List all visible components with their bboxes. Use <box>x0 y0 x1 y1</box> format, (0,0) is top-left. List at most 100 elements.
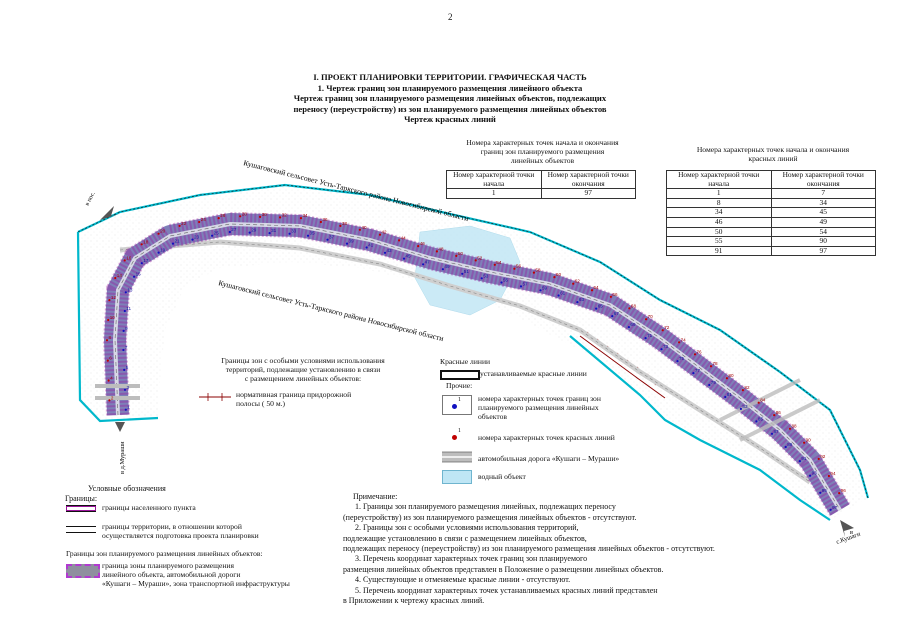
point-marker <box>123 309 126 313</box>
point-label: 45 <box>406 254 412 259</box>
point-marker <box>178 224 181 227</box>
red-point-swatch: 1 <box>442 428 470 444</box>
point-marker <box>627 326 631 329</box>
point-label: 41 <box>368 243 374 248</box>
point-label: 13 <box>127 287 133 292</box>
point-label: 30 <box>262 212 268 217</box>
point-marker <box>171 242 175 245</box>
arrow-icon <box>840 520 854 537</box>
roadside-boundary-label: нормативная граница придорожной полосы (… <box>236 390 351 408</box>
blue-points-label: номера характерных точек границ зон план… <box>478 394 601 422</box>
point-label: 71 <box>647 333 653 338</box>
point-marker <box>609 295 613 298</box>
point-label: 69 <box>630 322 636 327</box>
settlement-label: границы населенного пункта <box>102 503 196 512</box>
caption-line: Номера характерных точек начала и оконча… <box>466 138 619 147</box>
point-marker <box>417 245 420 248</box>
point-label: 73 <box>663 344 669 349</box>
direction-label-bottomleft: в д.Мураши <box>119 441 126 474</box>
point-label: 95 <box>822 488 828 493</box>
point-marker <box>124 291 127 294</box>
point-marker <box>157 251 160 254</box>
point-marker <box>122 329 125 332</box>
title-line: Чертеж красных линий <box>404 114 496 125</box>
territory-boundary-bottom <box>569 335 831 521</box>
caption-line: красных линий <box>748 154 798 163</box>
point-marker <box>819 491 822 494</box>
point-label: 21 <box>175 239 181 244</box>
legend-title: Условные обозначения <box>88 484 166 493</box>
point-label: 76 <box>697 349 703 354</box>
point-marker <box>105 339 109 342</box>
table-cell: 90 <box>770 236 876 247</box>
point-marker <box>124 408 127 411</box>
other-title: Прочие: <box>446 381 473 390</box>
point-marker <box>628 307 631 310</box>
point-marker <box>123 259 126 262</box>
point-label: 55 <box>503 278 509 283</box>
zone-label: граница зоны планируемого размещения лин… <box>102 561 290 589</box>
note-line: подлежащих переносу (переустройству) из … <box>343 544 715 554</box>
point-marker <box>279 216 282 219</box>
point-label: 54 <box>496 260 502 265</box>
table2-caption: Номера характерных точек начала и оконча… <box>668 145 878 163</box>
point-label: 19 <box>160 248 166 253</box>
point-marker <box>480 277 483 280</box>
point-label: 77 <box>695 368 701 373</box>
point-label: 9 <box>125 326 128 331</box>
point-marker <box>140 243 143 246</box>
point-label: 26 <box>220 213 226 218</box>
point-marker <box>461 272 464 275</box>
table-cell: 55 <box>666 236 772 247</box>
territory-boundary-inner <box>77 184 869 499</box>
point-label: 8 <box>109 335 112 340</box>
point-label: 80 <box>728 373 734 378</box>
point-label: 15 <box>136 272 142 277</box>
arrow-icon <box>100 206 119 220</box>
point-marker <box>595 307 598 310</box>
point-marker <box>500 281 503 284</box>
table-cell: 91 <box>666 245 772 257</box>
point-marker <box>455 254 458 257</box>
table-cell: 7 <box>770 188 876 199</box>
caption-line: линейных объектов <box>510 156 575 165</box>
point-marker <box>326 238 329 241</box>
point-label: 96 <box>841 488 847 493</box>
note-line: подлежащие установлению в связи с размещ… <box>343 533 587 543</box>
point-marker <box>140 262 143 265</box>
point-label: 57 <box>523 281 529 286</box>
point-label: 49 <box>444 264 450 269</box>
point-label: 82 <box>744 385 750 390</box>
note-line: 4. Существующие и отменяемые красные лин… <box>355 575 571 585</box>
point-label: 22 <box>181 221 187 226</box>
point-label: 53 <box>483 273 489 278</box>
point-marker <box>676 360 679 363</box>
direction-label-topleft: в пос. <box>84 191 97 207</box>
point-marker <box>123 388 127 391</box>
point-marker <box>107 379 110 382</box>
point-marker <box>773 414 776 417</box>
point-marker <box>678 341 681 344</box>
point-label: 84 <box>760 398 766 403</box>
point-marker <box>829 508 832 511</box>
red-lines-swatch <box>440 370 480 380</box>
note-line: (переустройству) из зон планируемого раз… <box>343 512 637 522</box>
water-label: водный объект <box>478 472 526 481</box>
red-marker: 1 <box>458 428 461 434</box>
point-marker <box>809 474 812 477</box>
point-label: 35 <box>310 231 316 236</box>
point-label: 94 <box>830 471 836 476</box>
point-marker <box>590 289 594 292</box>
point-label: 79 <box>711 380 717 385</box>
point-label: 87 <box>774 429 780 434</box>
point-label: 16 <box>126 255 132 260</box>
point-marker <box>122 348 125 352</box>
point-label: 27 <box>231 227 237 232</box>
road-centreline <box>114 223 841 511</box>
note-line: в Приложении к чертежу красных линий. <box>343 596 485 606</box>
point-marker <box>123 368 126 371</box>
page-number: 2 <box>448 12 453 22</box>
drawing-titles: I. ПРОЕКТ ПЛАНИРОВКИ ТЕРРИТОРИИ. ГРАФИЧЕ… <box>200 72 700 125</box>
point-label: 1 <box>127 405 130 410</box>
